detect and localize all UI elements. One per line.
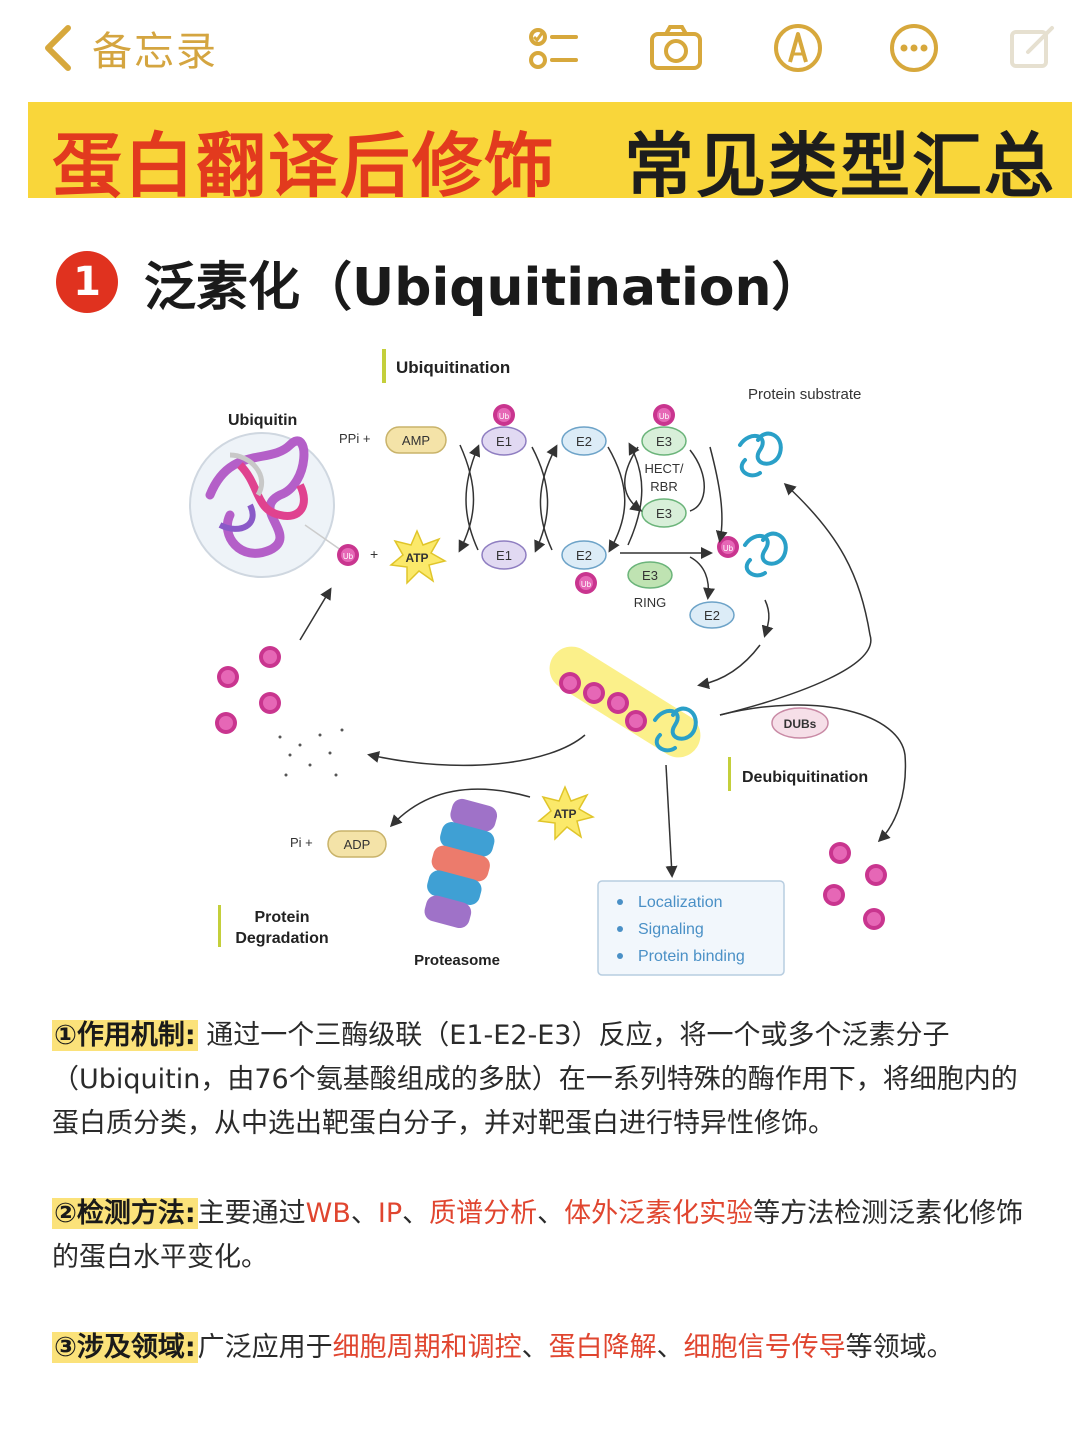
top-bar: 备忘录 bbox=[0, 0, 1080, 96]
rbr-label: RBR bbox=[650, 479, 677, 494]
mechanism-paragraph: ①作用机制: 通过一个三酶级联（E1-E2-E3）反应，将一个或多个泛素分子（U… bbox=[52, 1014, 1042, 1146]
detection-method-ip: IP bbox=[377, 1198, 403, 1229]
hect-label: HECT/ bbox=[645, 461, 684, 476]
svg-text:E3: E3 bbox=[656, 434, 672, 449]
ubiquitin-label: Ubiquitin bbox=[228, 412, 297, 429]
separator: 、 bbox=[350, 1198, 378, 1229]
dubs-pill bbox=[771, 707, 829, 739]
e3-hect-top bbox=[641, 426, 687, 456]
fields-paragraph: ③涉及领域:广泛应用于细胞周期和调控、蛋白降解、细胞信号传导等领域。 bbox=[52, 1326, 1042, 1370]
camera-icon[interactable] bbox=[648, 22, 704, 74]
separator: 、 bbox=[656, 1332, 684, 1363]
svg-text:E2: E2 bbox=[576, 434, 592, 449]
back-label: 备忘录 bbox=[92, 29, 218, 75]
section-title: 泛素化（Ubiquitination） bbox=[144, 257, 824, 318]
protein-degradation-line2: Degradation bbox=[235, 930, 328, 947]
fields-label: ③涉及领域: bbox=[52, 1332, 198, 1363]
svg-text:E2: E2 bbox=[704, 608, 720, 623]
e3-hect-bottom bbox=[641, 498, 687, 528]
diagram-title: Ubiquitination bbox=[396, 358, 510, 377]
back-button[interactable]: 备忘录 bbox=[38, 18, 218, 78]
detection-suffix: 等方法检测泛素化修饰的蛋白水平变化。 bbox=[52, 1198, 1024, 1273]
svg-text:E3: E3 bbox=[642, 568, 658, 583]
e3-ring bbox=[627, 561, 673, 589]
adp-label: ADP bbox=[344, 837, 371, 852]
separator: 、 bbox=[537, 1198, 565, 1229]
amp-label: AMP bbox=[402, 433, 430, 448]
detection-method-wb: WB bbox=[305, 1198, 351, 1229]
ppi-label: PPi + bbox=[339, 431, 370, 446]
compose-icon[interactable] bbox=[1004, 22, 1060, 74]
separator: 、 bbox=[521, 1332, 549, 1363]
separator: 、 bbox=[402, 1198, 430, 1229]
field-cell-cycle: 细胞周期和调控 bbox=[332, 1332, 522, 1363]
ubiquitination-diagram: Ubiquitination Ubiquitin PPi + AMP Ub + … bbox=[189, 349, 907, 976]
svg-text:E3: E3 bbox=[656, 506, 672, 521]
detection-label: ②检测方法: bbox=[52, 1198, 198, 1229]
e2-bottom bbox=[561, 540, 607, 570]
e2-top bbox=[561, 426, 607, 456]
atp-label-1: ATP bbox=[405, 551, 428, 565]
peptide-fragments bbox=[278, 728, 344, 777]
outcome-protein-binding: Protein binding bbox=[638, 948, 745, 965]
more-icon[interactable] bbox=[886, 22, 942, 74]
mechanism-text: 通过一个三酶级联（E1-E2-E3）反应，将一个或多个泛素分子（Ubiquiti… bbox=[52, 1020, 1018, 1139]
dubs-label: DUBs bbox=[784, 717, 817, 731]
svg-text:E1: E1 bbox=[496, 434, 512, 449]
atp-label-2: ATP bbox=[553, 807, 576, 821]
title-banner: 蛋白翻译后修饰 常见类型汇总 bbox=[28, 102, 1072, 207]
diagram-title-bar bbox=[382, 349, 386, 383]
amp-pill bbox=[385, 426, 447, 454]
proteasome-graphic bbox=[424, 798, 498, 929]
mechanism-label: ①作用机制: bbox=[52, 1020, 198, 1051]
title-part-black: 常见类型汇总 bbox=[624, 125, 1056, 207]
svg-text:+: + bbox=[370, 546, 378, 562]
detection-prefix: 主要通过 bbox=[197, 1198, 306, 1229]
outcome-signaling: Signaling bbox=[638, 921, 704, 938]
e2-released bbox=[689, 601, 735, 629]
chevron-left-icon bbox=[45, 25, 71, 71]
title-part-red: 蛋白翻译后修饰 bbox=[52, 125, 556, 207]
ring-label: RING bbox=[634, 595, 667, 610]
e1-top bbox=[481, 426, 527, 456]
ub-label: Ub bbox=[343, 552, 354, 561]
svg-text:Ub: Ub bbox=[499, 412, 510, 421]
pi-label: Pi + bbox=[290, 835, 313, 850]
protein-substrate-label: Protein substrate bbox=[748, 386, 861, 403]
svg-text:Ub: Ub bbox=[659, 412, 670, 421]
svg-text:Ub: Ub bbox=[581, 580, 592, 589]
proteasome-label: Proteasome bbox=[414, 952, 500, 969]
section-heading: 1 泛素化（Ubiquitination） bbox=[56, 250, 824, 318]
checklist-icon[interactable] bbox=[524, 22, 580, 74]
adp-pill bbox=[327, 830, 387, 858]
outcomes-box bbox=[597, 880, 785, 976]
protein-degradation-line1: Protein bbox=[254, 909, 309, 926]
outcome-localization: Localization bbox=[638, 894, 723, 911]
e1-bottom bbox=[481, 540, 527, 570]
section-number-badge: 1 bbox=[56, 251, 118, 313]
detection-method-ms: 质谱分析 bbox=[429, 1198, 538, 1229]
fields-suffix: 等领域。 bbox=[845, 1332, 954, 1363]
svg-text:Ub: Ub bbox=[723, 544, 734, 553]
fields-prefix: 广泛应用于 bbox=[197, 1332, 333, 1363]
field-protein-degradation: 蛋白降解 bbox=[548, 1332, 657, 1363]
detection-paragraph: ②检测方法:主要通过WB、IP、质谱分析、体外泛素化实验等方法检测泛素化修饰的蛋… bbox=[52, 1192, 1042, 1280]
svg-text:E1: E1 bbox=[496, 548, 512, 563]
deubiquitination-label: Deubiquitination bbox=[742, 769, 868, 786]
field-signal-transduction: 细胞信号传导 bbox=[683, 1332, 846, 1363]
markup-pen-icon[interactable] bbox=[770, 22, 826, 74]
svg-text:E2: E2 bbox=[576, 548, 592, 563]
detection-method-invitro: 体外泛素化实验 bbox=[564, 1198, 754, 1229]
